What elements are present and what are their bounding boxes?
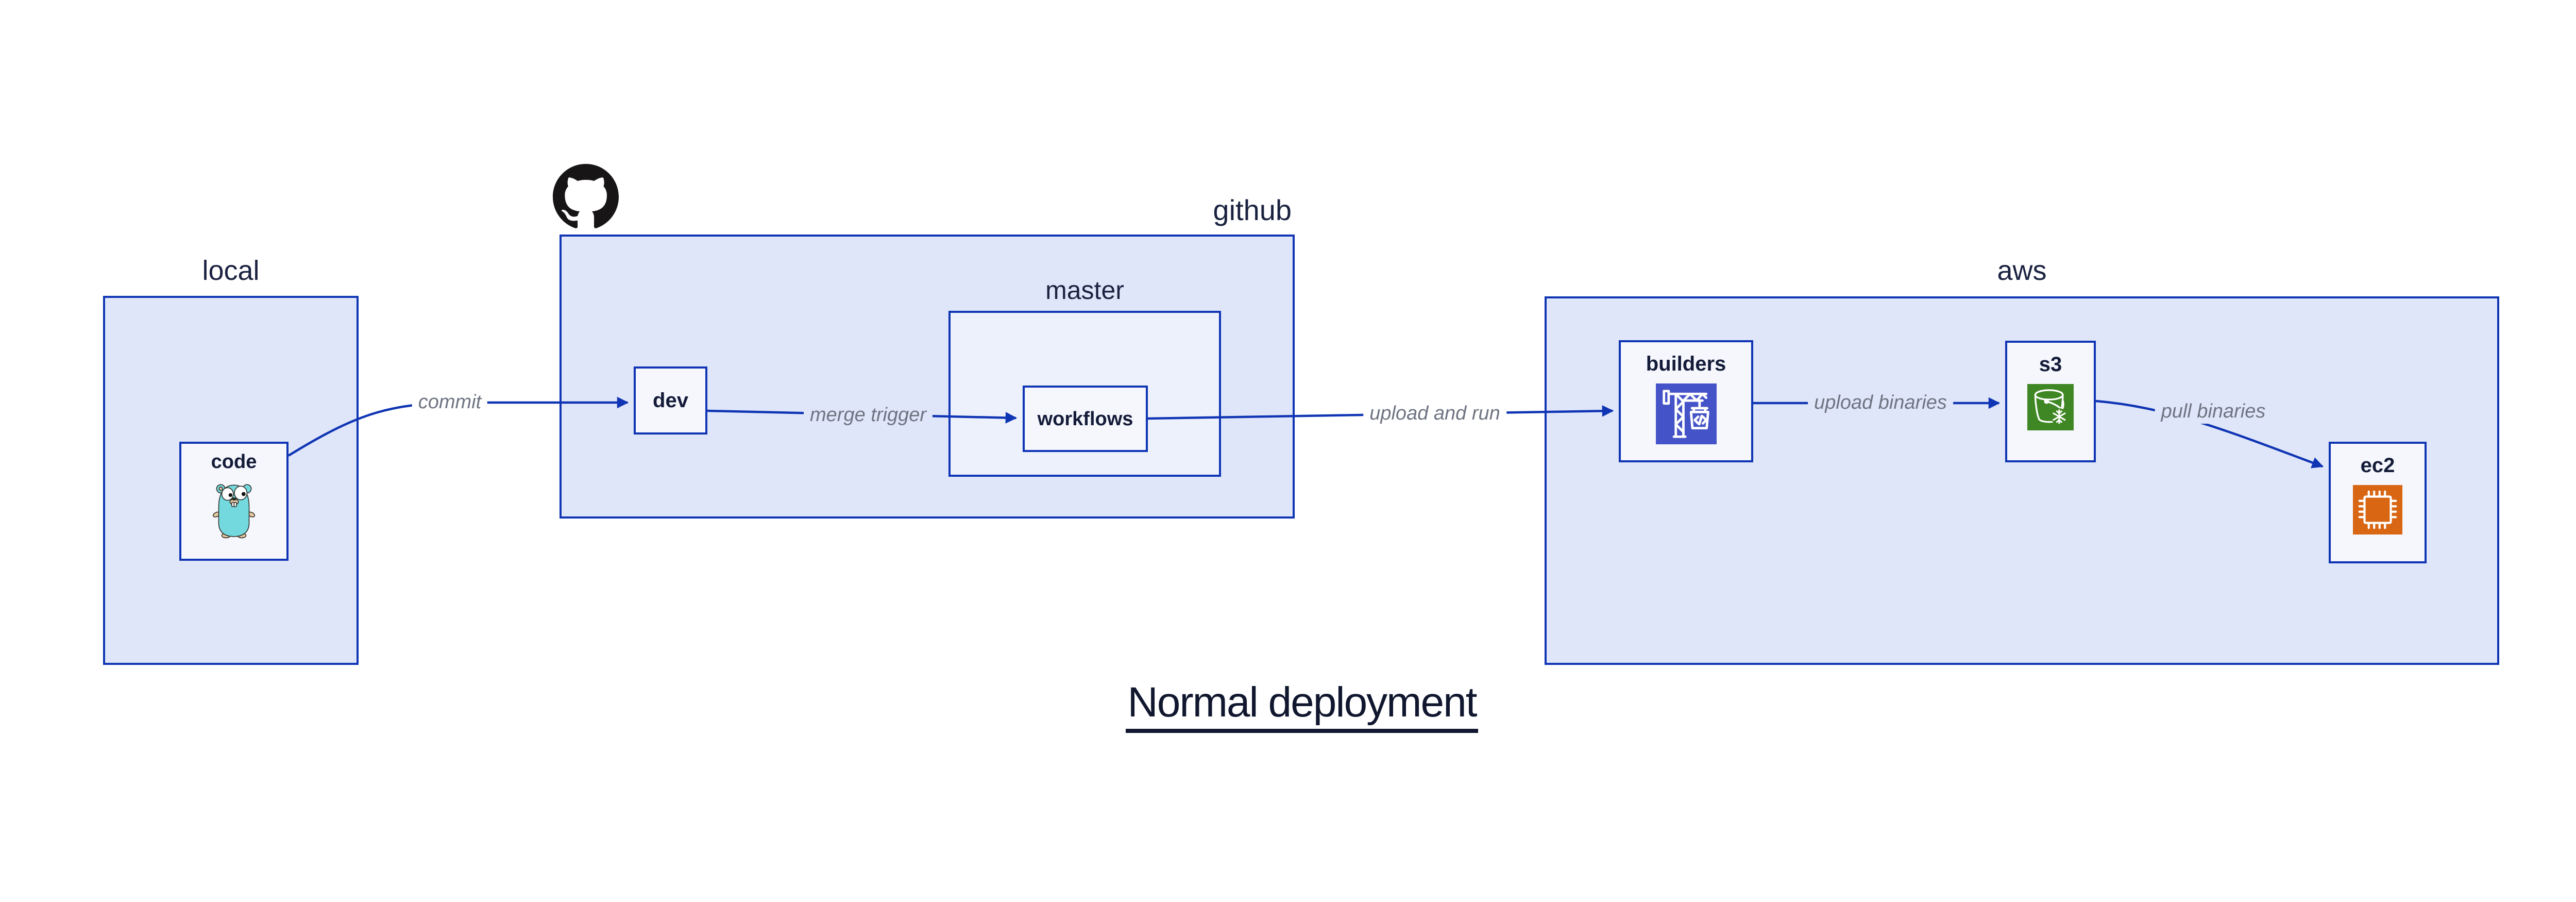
aws-group-label: aws [1997, 255, 2047, 286]
s3-bucket-snowflake-icon [2027, 384, 2074, 430]
s3-node: s3 [2005, 341, 2096, 462]
upload-and-run-edge-label: upload and run [1363, 402, 1506, 426]
s3-node-label: s3 [2039, 353, 2062, 376]
upload-binaries-edge-label: upload binaries [1808, 391, 1953, 415]
dev-node-label: dev [653, 389, 688, 412]
ec2-node: ec2 [2329, 442, 2427, 563]
go-gopher-icon [213, 484, 255, 539]
merge-trigger-edge-label: merge trigger [804, 404, 933, 427]
diagram-title-text: Normal deployment [1125, 681, 1479, 733]
ec2-node-label: ec2 [2360, 454, 2395, 477]
pull-binaries-edge-label: pull binaries [2155, 400, 2272, 424]
code-node: code [179, 442, 289, 561]
builders-node: builders [1619, 340, 1753, 462]
github-group-label: github [1213, 194, 1292, 226]
local-group-label: local [202, 255, 260, 286]
workflows-node-label: workflows [1037, 408, 1133, 430]
dev-node: dev [634, 366, 707, 435]
github-octocat-icon [553, 164, 619, 228]
code-node-label: code [211, 451, 257, 473]
codebuild-crane-icon [1655, 383, 1717, 444]
ec2-chip-icon [2353, 485, 2402, 534]
diagram-title: Normal deployment [0, 681, 2576, 733]
commit-edge-label: commit [412, 391, 488, 414]
builders-node-label: builders [1646, 353, 1726, 375]
master-group-label: master [1045, 276, 1124, 305]
workflows-node: workflows [1023, 386, 1148, 452]
